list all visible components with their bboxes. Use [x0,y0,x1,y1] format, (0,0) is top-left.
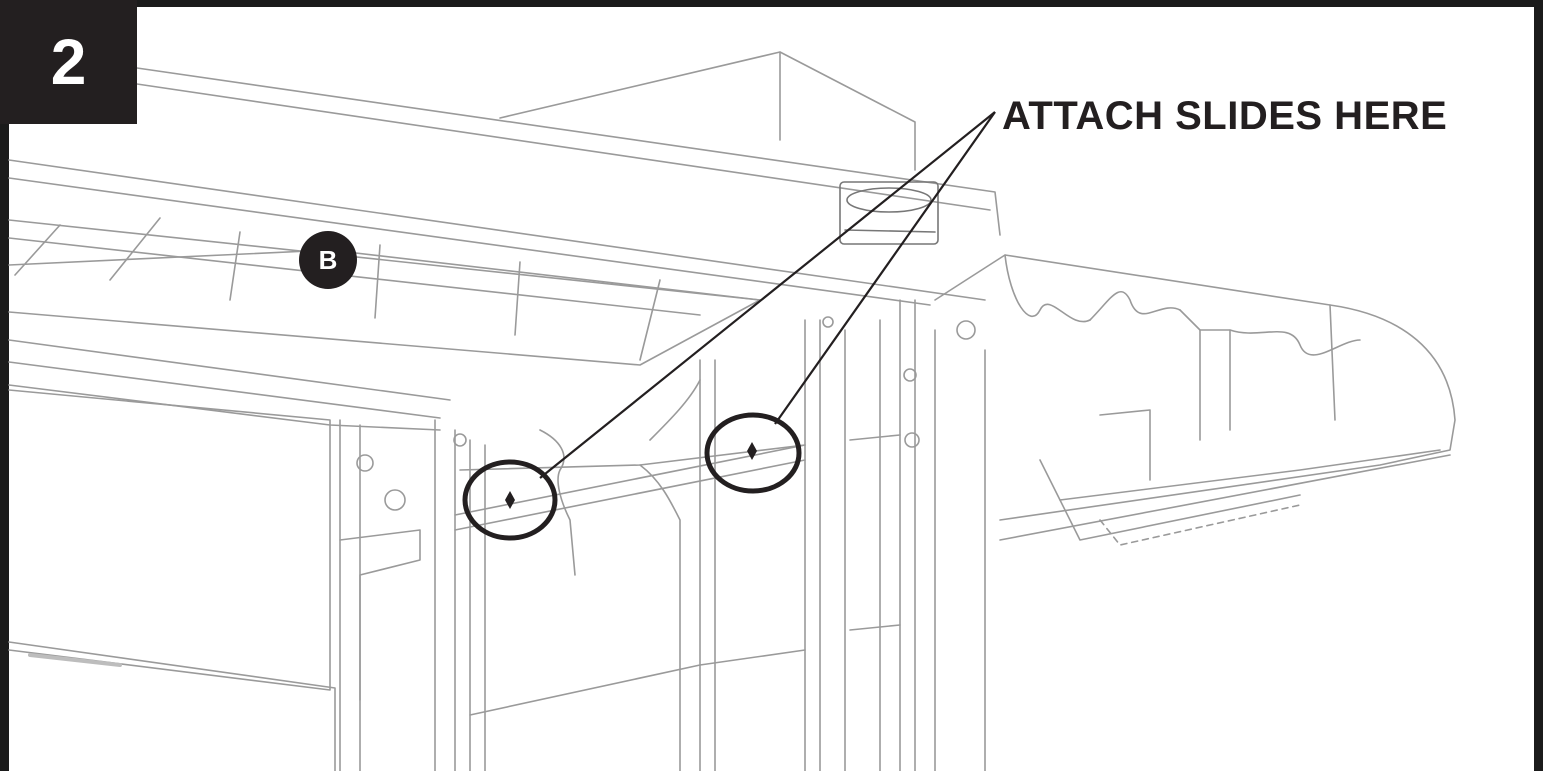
slide-point-circle-right [704,412,802,494]
step-number: 2 [50,26,87,98]
callout-label: ATTACH SLIDES HERE [1002,94,1448,138]
leader-line-right [774,111,996,425]
part-label-letter: B [318,244,338,275]
slide-point-circle-left [462,459,558,541]
slide-point-marker-left [505,491,515,509]
part-label-badge: B [299,231,357,289]
leader-line-left [539,111,996,479]
step-number-box: 2 [0,0,137,124]
slide-point-marker-right [747,442,757,460]
